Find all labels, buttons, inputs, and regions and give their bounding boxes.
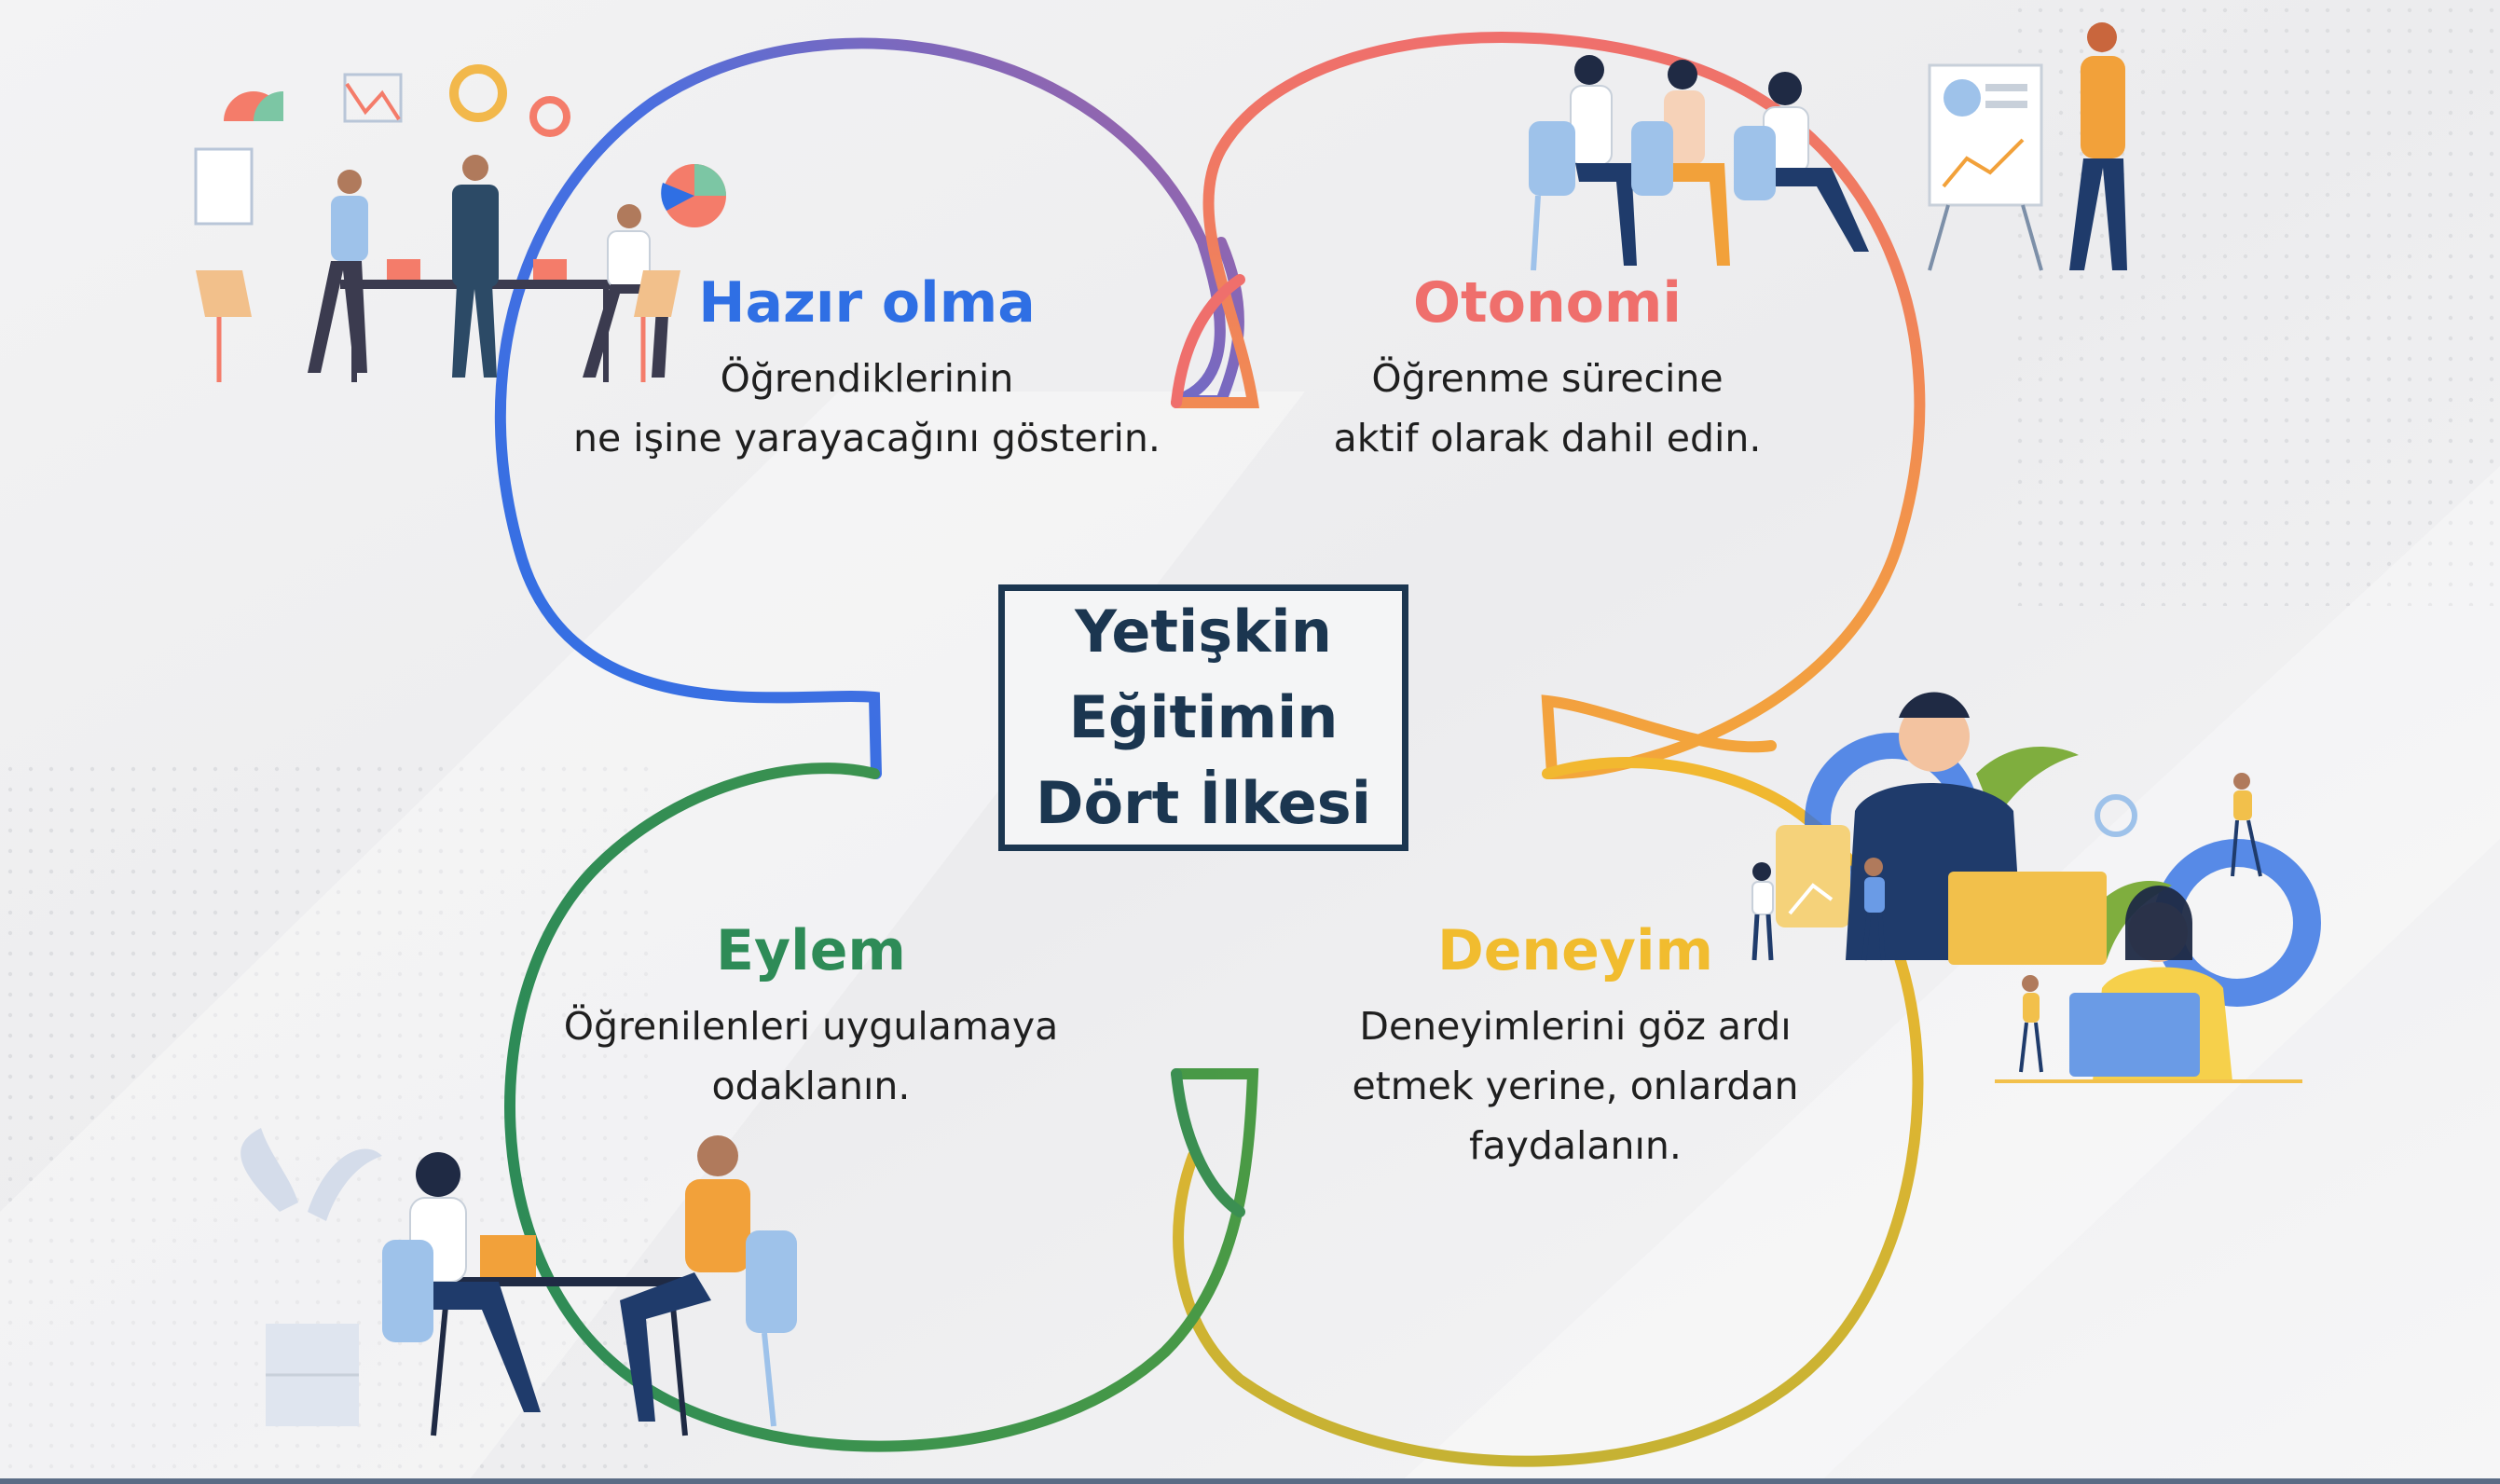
principle-title: Hazır olma: [698, 270, 1036, 336]
center-title-line: Eğitimin: [1068, 683, 1339, 751]
center-title-box: Yetişkin Eğitimin Dört İlkesi: [998, 584, 1408, 851]
center-title-line: Yetişkin: [1075, 598, 1332, 666]
principle-title: Eylem: [716, 918, 906, 983]
principle-otonomi: Otonomi Öğrenme sürecine aktif olarak da…: [1305, 270, 1790, 468]
principle-description: Öğrenme sürecine aktif olarak dahil edin…: [1305, 349, 1790, 468]
description-line: Öğrenme sürecine: [1371, 356, 1724, 401]
principle-eylem: Eylem Öğrenilenleri uygulamaya odaklanın…: [559, 918, 1063, 1116]
description-line: Öğrenilenleri uygulamaya: [563, 1004, 1059, 1049]
description-line: ne işine yarayacağını gösterin.: [573, 416, 1161, 460]
description-line: Öğrendiklerinin: [720, 356, 1014, 401]
principle-title: Deneyim: [1436, 918, 1714, 983]
description-line: Deneyimlerini göz ardı: [1359, 1004, 1792, 1049]
description-line: aktif olarak dahil edin.: [1333, 416, 1762, 460]
loop-hazir-olma: [494, 37, 1244, 779]
description-line: faydalanın.: [1469, 1123, 1682, 1168]
principle-description: Öğrenilenleri uygulamaya odaklanın.: [559, 996, 1063, 1116]
principle-deneyim: Deneyim Deneyimlerini göz ardı etmek yer…: [1324, 918, 1827, 1175]
principle-title: Otonomi: [1413, 270, 1682, 336]
one-on-one-conversation-illustration: [240, 1128, 797, 1436]
center-title-line: Dört İlkesi: [1036, 769, 1371, 837]
principle-hazir-olma: Hazır olma Öğrendiklerinin ne işine yara…: [559, 270, 1174, 468]
loop-deneyim: [1173, 757, 1924, 1467]
description-line: etmek yerine, onlardan: [1352, 1064, 1799, 1108]
business-meeting-illustration: [194, 64, 726, 382]
description-line: odaklanın.: [711, 1064, 911, 1108]
seminar-presentation-illustration: [1529, 22, 2127, 271]
principle-description: Öğrendiklerinin ne işine yarayacağını gö…: [559, 349, 1174, 468]
principle-description: Deneyimlerini göz ardı etmek yerine, onl…: [1324, 996, 1827, 1175]
business-team-gears-illustration: [1751, 692, 2321, 1083]
